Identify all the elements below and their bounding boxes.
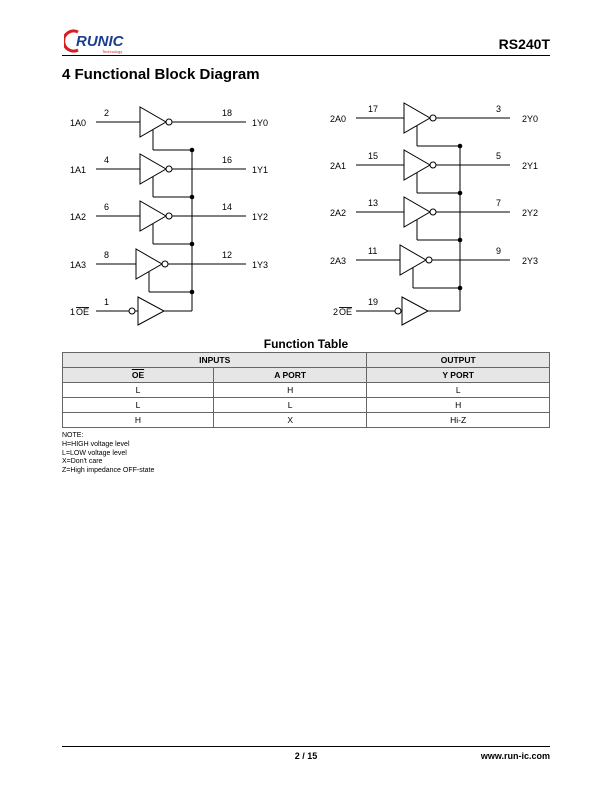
oe-buffer-triangle [137,296,166,326]
cell-y-port: H [366,397,550,413]
document-id: RS240T [498,36,550,52]
pin-number: 4 [104,155,109,165]
input-label: 1A1 [70,165,86,175]
cell-a-port: X [212,412,368,428]
buffer-triangle [139,153,168,185]
oe-input-bubble [128,307,136,315]
pin-number: 19 [368,297,378,307]
output-label: 2Y2 [522,208,538,218]
inverter-bubble [425,256,433,264]
cell-y-port: Hi-Z [366,412,550,428]
output-label: 2Y0 [522,114,538,124]
input-label: 1A3 [70,260,86,270]
pin-number: 13 [368,198,378,208]
oe-label: OE [339,307,352,317]
pin-number: 11 [368,246,377,256]
buffer-triangle [135,248,164,280]
input-label: 1A0 [70,118,86,128]
table-column-header-row: OE A PORT Y PORT [62,367,550,383]
output-label: 1Y2 [252,212,268,222]
buffer-triangle [139,106,168,138]
cell-oe: L [62,382,214,398]
function-table-title: Function Table [263,337,349,351]
pin-number: 15 [368,151,378,161]
header-rule [62,55,550,56]
column-header-y-port: Y PORT [366,367,550,383]
function-table: INPUTS OUTPUT OE A PORT Y PORT L H L L L… [61,352,550,428]
inverter-bubble [429,208,437,216]
company-logo: RUNIC Technology [64,29,125,54]
inverter-bubble [161,260,169,268]
cell-a-port: L [212,397,368,413]
output-label: 2Y1 [522,161,538,171]
website-url: www.run-ic.com [480,751,550,761]
column-header-a-port: A PORT [212,367,368,383]
table-row: L H L [62,382,550,398]
buffer-triangle [403,149,432,181]
note-line: L=LOW voltage level [62,449,127,457]
pin-number: 3 [496,104,501,114]
oe-prefix: 1 [70,307,75,317]
buffer-triangle [399,244,428,276]
note-heading: NOTE: [62,432,84,439]
column-header-oe: OE [62,367,214,383]
pin-number: 17 [368,104,378,114]
input-label: 2A1 [330,161,346,171]
pin-number: 5 [496,151,501,161]
table-row: L L H [62,397,550,413]
input-label: 2A0 [330,114,346,124]
oe-prefix: 2 [333,307,338,317]
notes: NOTE: H=HIGH voltage level L=LOW voltage… [62,432,154,476]
buffer-triangle [403,196,432,228]
table-group-header-row: INPUTS OUTPUT [61,352,550,368]
pin-number: 12 [222,250,232,260]
cell-a-port: H [212,382,368,398]
inverter-bubble [165,165,173,173]
cell-y-port: L [366,382,550,398]
oe-input-bubble [394,307,402,315]
pin-number: 6 [104,202,109,212]
buffer-triangle [403,102,432,134]
cell-oe: L [62,397,214,413]
pin-number: 7 [496,198,501,208]
output-header: OUTPUT [366,352,550,368]
input-label: 2A2 [330,208,346,218]
pin-number: 16 [222,155,232,165]
section-title: 4 Functional Block Diagram [62,66,260,83]
output-label: 1Y0 [252,118,268,128]
inverter-bubble [429,161,437,169]
pin-number: 8 [104,250,109,260]
inverter-bubble [165,118,173,126]
oe-buffer-triangle [401,296,430,326]
pin-number: 14 [222,202,232,212]
output-label: 1Y1 [252,165,268,175]
note-line: Z=High impedance OFF-state [62,467,155,475]
pin-number: 2 [104,108,109,118]
pin-number: 18 [222,108,232,118]
footer-rule [62,746,550,747]
output-label: 1Y3 [252,260,268,270]
pin-number: 9 [496,246,501,256]
output-label: 2Y3 [522,256,538,266]
note-line: X=Don't care [62,458,103,466]
logo-tagline: Technology [102,49,122,54]
inverter-bubble [429,114,437,122]
table-row: H X Hi-Z [62,412,550,428]
inputs-header: INPUTS [61,352,368,368]
logo-text: RUNIC [76,33,125,50]
cell-oe: H [62,412,214,428]
note-line: H=HIGH voltage level [62,440,130,448]
input-label: 1A2 [70,212,86,222]
buffer-triangle [139,200,168,232]
oe-label: OE [76,307,89,317]
input-label: 2A3 [330,256,346,266]
inverter-bubble [165,212,173,220]
pin-number: 1 [104,297,109,307]
page-number: 2 / 15 [294,751,318,761]
